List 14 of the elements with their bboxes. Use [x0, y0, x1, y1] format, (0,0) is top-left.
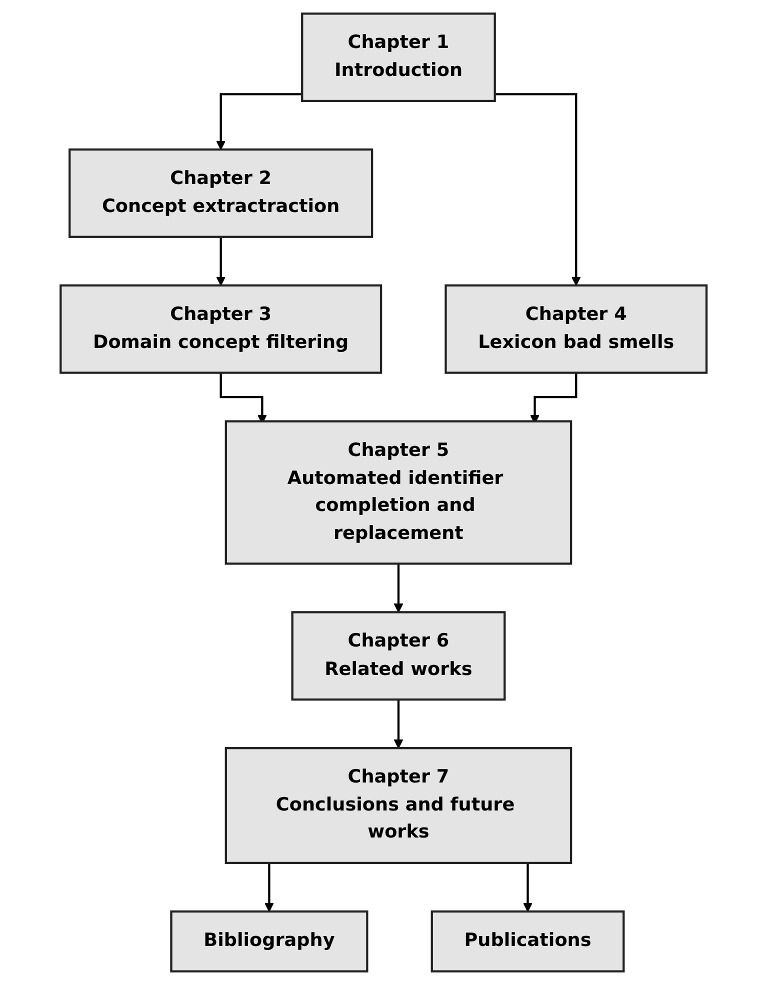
arrow: [216, 236, 226, 286]
node-box: Chapter 6 Related works: [292, 611, 506, 701]
node-box: Chapter 7 Conclusions and future works: [225, 747, 573, 864]
node-box: Chapter 5 Automated identifier completion and replacement: [225, 420, 573, 565]
node-box: Publications: [431, 910, 626, 972]
node-box: Bibliography: [170, 910, 369, 972]
node-box: Chapter 1 Introduction: [301, 12, 496, 102]
node-box: Chapter 3 Domain concept filtering: [60, 284, 383, 374]
arrow: [216, 93, 303, 150]
arrow: [394, 698, 404, 749]
arrow: [495, 93, 582, 286]
node-box: Chapter 4 Lexicon bad smells: [445, 284, 708, 374]
arrow: [394, 562, 404, 613]
node-box: Chapter 2 Concept extractraction: [68, 148, 374, 238]
